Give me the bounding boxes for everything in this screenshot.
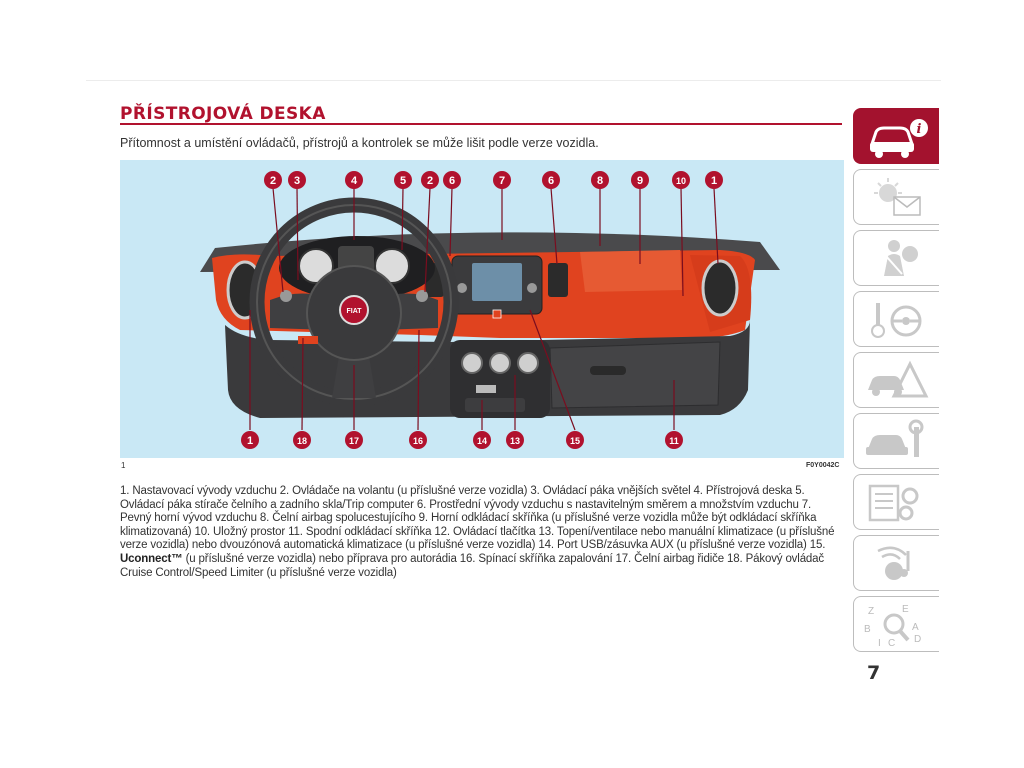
title-underline [120,123,842,125]
key-steering-wheel-icon [871,303,922,338]
svg-text:E: E [902,604,909,615]
svg-text:13: 13 [510,436,520,446]
callout-top-4: 5 [394,171,412,189]
callout-top-6: 6 [443,171,461,189]
svg-text:Z: Z [868,606,874,617]
page-subtitle: Přítomnost a umístění ovládačů, přístroj… [120,136,599,150]
svg-text:9: 9 [637,175,643,187]
dashboard-drawing: FIAT [200,187,780,431]
svg-text:16: 16 [413,436,423,446]
tab-car-info[interactable]: i [853,108,939,164]
svg-text:2: 2 [270,175,276,187]
svg-text:i: i [917,122,922,137]
seatbelt-airbag-icon [884,240,918,276]
figure-number: 1 [121,461,126,470]
figure-code: F0Y0042C [806,462,840,469]
multimedia-music-icon [877,546,910,580]
svg-text:6: 6 [548,175,554,187]
callout-top-12: 1 [705,171,723,189]
svg-text:1: 1 [247,435,253,447]
warning-light-envelope-icon [874,178,921,216]
legend-part-2: (u příslušné verze vozidla) nebo příprav… [120,552,825,579]
svg-text:A: A [912,622,919,633]
callout-bottom-4: 16 [409,431,427,449]
svg-text:7: 7 [499,175,505,187]
callout-bottom-3: 17 [345,431,363,449]
tab-maintenance[interactable] [853,413,939,469]
legend-part-1: 1. Nastavovací vývody vzduchu 2. Ovládač… [120,485,835,552]
svg-text:4: 4 [351,175,358,187]
svg-text:5: 5 [400,175,406,187]
callout-bottom-6: 13 [506,431,524,449]
svg-text:17: 17 [349,436,359,446]
svg-text:6: 6 [449,175,455,187]
callout-top-7: 7 [493,171,511,189]
callout-top-9: 8 [591,171,609,189]
tab-starting-driving[interactable] [853,291,939,347]
data-gears-icon [868,484,919,522]
callout-top-10: 9 [631,171,649,189]
top-divider [86,80,941,81]
callout-top-5: 2 [421,171,439,189]
svg-text:15: 15 [570,436,580,446]
callout-top-8: 6 [542,171,560,189]
callout-bottom-1: 1 [241,431,259,449]
svg-text:B: B [864,624,871,635]
tab-technical-data[interactable] [853,474,939,530]
page-number: 7 [867,662,881,684]
svg-text:14: 14 [477,436,487,446]
uconnect-brand: Uconnect™ [120,552,183,565]
svg-text:1: 1 [711,175,717,187]
car-wrench-icon [866,419,924,457]
svg-text:C: C [888,638,895,648]
svg-text:FIAT: FIAT [346,308,362,315]
svg-text:2: 2 [427,175,433,187]
callout-top-11: 10 [672,171,690,189]
tab-safety[interactable] [853,230,939,286]
svg-text:I: I [878,638,881,648]
svg-text:8: 8 [597,175,603,187]
callout-bottom-5: 14 [473,431,491,449]
car-hazard-triangle-icon [868,360,929,398]
tab-emergency[interactable] [853,352,939,408]
tab-multimedia[interactable] [853,535,939,591]
tab-warning-lights[interactable] [853,169,939,225]
callout-top-3: 4 [345,171,363,189]
page-title: PŘÍSTROJOVÁ DESKA [120,104,326,124]
svg-text:D: D [914,634,921,645]
car-info-icon: i [869,119,928,158]
callout-top-2: 3 [288,171,306,189]
legend-text: 1. Nastavovací vývody vzduchu 2. Ovládač… [120,485,842,580]
callout-top-1: 2 [264,171,282,189]
svg-text:3: 3 [294,175,300,187]
callout-bottom-2: 18 [293,431,311,449]
svg-text:11: 11 [669,436,679,446]
callout-bottom-8: 11 [665,431,683,449]
callout-bottom-7: 15 [566,431,584,449]
svg-text:10: 10 [676,176,686,186]
svg-text:18: 18 [297,436,307,446]
